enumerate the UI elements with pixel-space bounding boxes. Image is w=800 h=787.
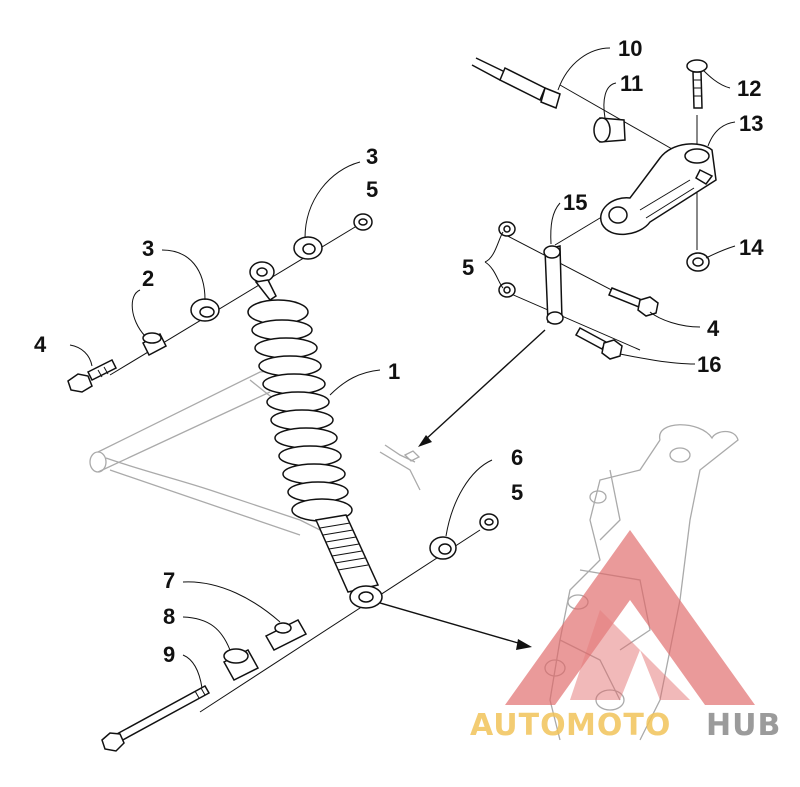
callout-5-top: 5: [366, 177, 378, 202]
spacer-7: [264, 619, 308, 651]
callout-2: 2: [142, 266, 154, 291]
callout-16: 16: [697, 352, 721, 377]
bolt-4-left: [67, 358, 118, 393]
spacer-2: [142, 332, 167, 357]
callout-labels: 1 2 3 3 5 4 6 5 7 8 9 10 11 12 13 14 15 …: [34, 36, 764, 667]
spacer-8: [222, 648, 260, 681]
bushing-11: [593, 117, 626, 143]
callout-4-left: 4: [34, 332, 47, 357]
bushing-3-right: [293, 236, 323, 260]
bolt-16: [574, 326, 623, 360]
bushing-6: [429, 536, 457, 560]
automotohub-watermark: AUTO MOTO HUB: [470, 530, 781, 743]
bolt-4-right: [608, 287, 659, 317]
callout-3-left: 3: [142, 236, 154, 261]
watermark-text-auto: AUTO: [470, 708, 567, 743]
callout-5-lower: 5: [511, 480, 523, 505]
callout-3-right: 3: [366, 144, 378, 169]
callout-1: 1: [388, 359, 400, 384]
arm-13: [599, 143, 717, 236]
callout-9: 9: [163, 642, 175, 667]
nut-5-lower: [479, 513, 499, 531]
callout-10: 10: [618, 36, 642, 61]
callout-6: 6: [511, 445, 523, 470]
nut-14: [686, 252, 710, 272]
bushing-3-left: [190, 298, 220, 322]
bolt-12: [686, 59, 708, 109]
damper-threads: [319, 522, 369, 571]
bolt-9: [101, 684, 211, 752]
callout-5-right: 5: [462, 255, 474, 280]
pointer-arrows: [379, 329, 546, 650]
callout-15: 15: [563, 190, 587, 215]
nut-5-right-lower: [498, 282, 516, 298]
link-15: [543, 245, 564, 325]
shock-absorber: [247, 261, 383, 609]
watermark-text-hub: HUB: [706, 708, 781, 743]
callout-8: 8: [163, 604, 175, 629]
nut-5-top: [353, 213, 373, 231]
callout-13: 13: [739, 111, 763, 136]
a-arm-outline: [89, 367, 421, 536]
watermark-triangle-logo: [505, 530, 755, 705]
callout-11: 11: [620, 71, 643, 96]
callout-7: 7: [163, 568, 175, 593]
cable-10: [471, 57, 561, 110]
spring-coils: [251, 319, 349, 503]
callout-4-right: 4: [707, 316, 720, 341]
callout-14: 14: [739, 235, 764, 260]
leader-lines: [69, 47, 736, 689]
callout-12: 12: [737, 76, 761, 101]
watermark-text-moto: MOTO: [566, 708, 671, 743]
nut-5-right-upper: [498, 221, 516, 237]
